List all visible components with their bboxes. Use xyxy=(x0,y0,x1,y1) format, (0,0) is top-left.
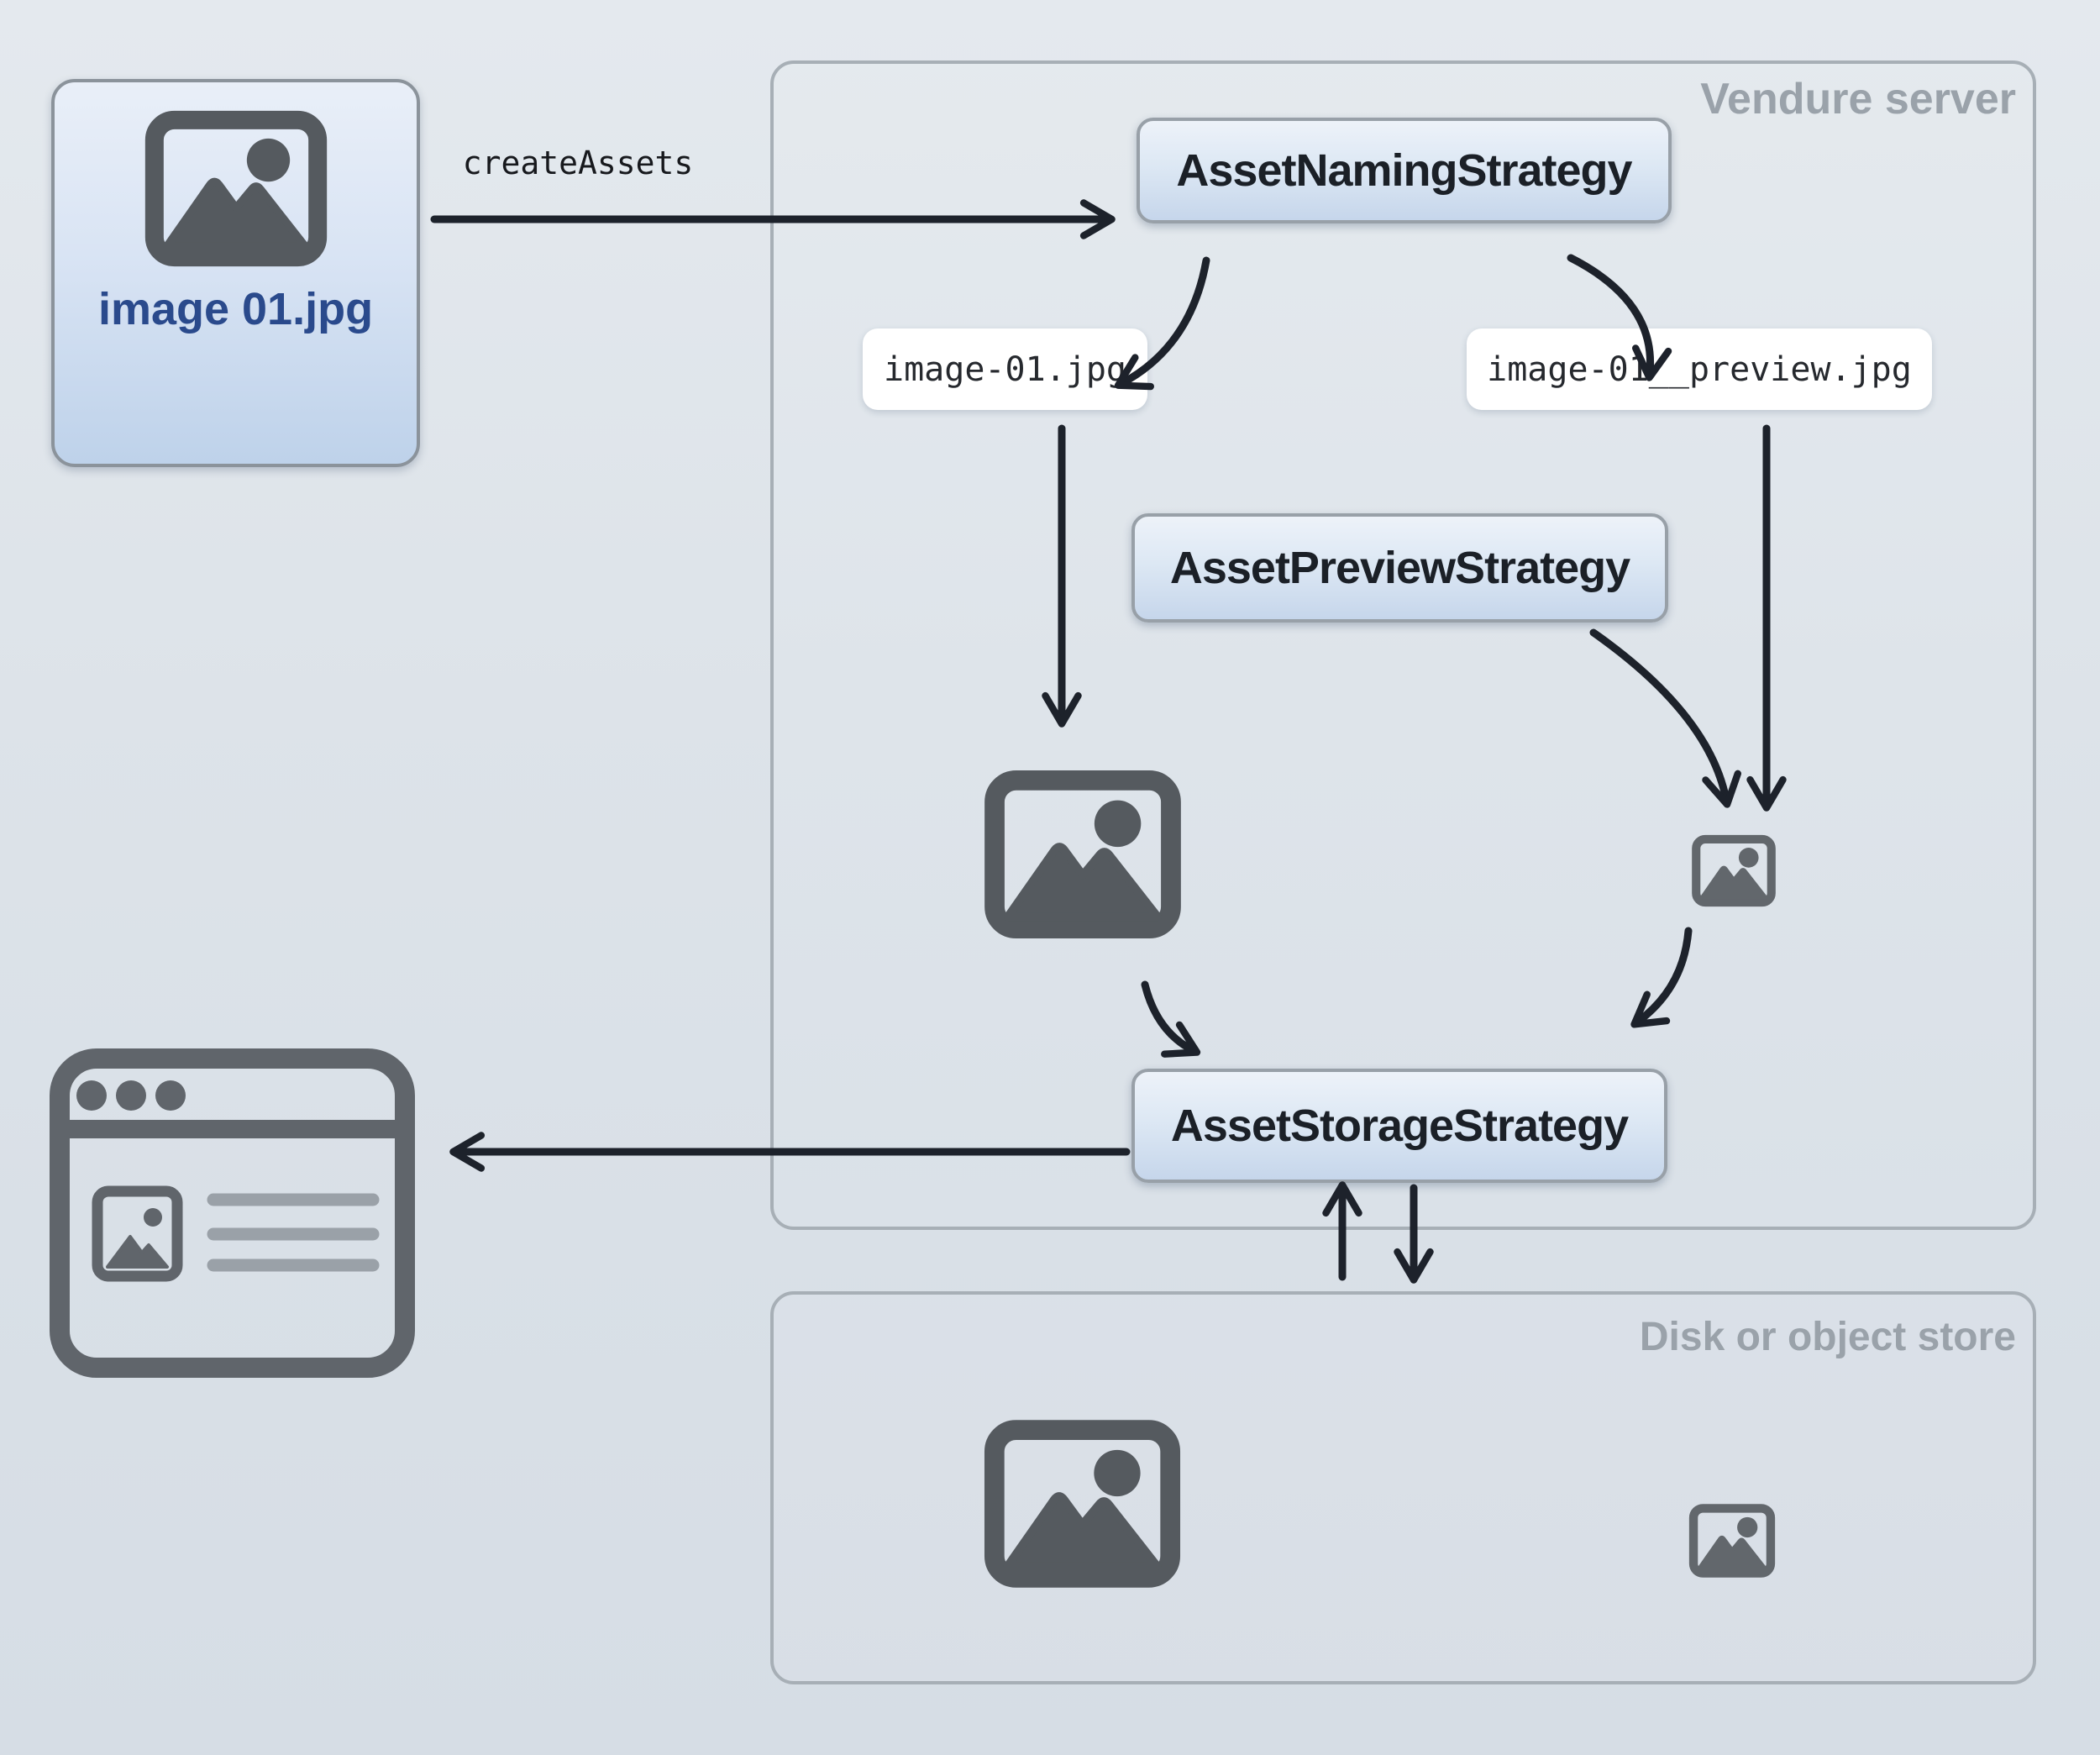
preview-filename-chip: image-01__preview.jpg xyxy=(1467,328,1932,410)
arrow-naming-to-preview-file xyxy=(1567,254,1672,381)
browser-thumbnail-image-icon xyxy=(92,1185,183,1282)
asset-naming-strategy-box: AssetNamingStrategy xyxy=(1137,118,1672,223)
create-assets-label: createAssets xyxy=(462,144,694,181)
vendure-server-region xyxy=(770,60,2036,1230)
browser-text-lines xyxy=(207,1193,380,1272)
vendure-server-region-title: Vendure server xyxy=(1700,75,2016,123)
arrow-naming-to-source-file xyxy=(1114,256,1210,391)
source-filename-chip: image-01.jpg xyxy=(863,328,1147,410)
asset-storage-strategy-label: AssetStorageStrategy xyxy=(1170,1101,1629,1151)
asset-naming-strategy-label: AssetNamingStrategy xyxy=(1176,145,1632,196)
browser-dots-icon xyxy=(76,1080,186,1111)
asset-preview-strategy-box: AssetPreviewStrategy xyxy=(1131,513,1668,623)
uploaded-file-card: image 01.jpg xyxy=(51,79,420,467)
asset-storage-strategy-box: AssetStorageStrategy xyxy=(1131,1069,1667,1183)
arrow-thumbnail-to-storage xyxy=(1630,927,1693,1028)
source-filename-text: image-01.jpg xyxy=(884,349,1126,389)
disk-store-region-title: Disk or object store xyxy=(1639,1315,2016,1359)
disk-store-region xyxy=(770,1291,2036,1684)
browser-icon xyxy=(50,1048,415,1378)
arrow-image-to-storage xyxy=(1141,980,1201,1058)
arrow-preview-strategy-to-thumbnail xyxy=(1589,628,1741,808)
preview-filename-text: image-01__preview.jpg xyxy=(1487,349,1912,389)
uploaded-file-name: image 01.jpg xyxy=(97,284,374,334)
asset-preview-strategy-label: AssetPreviewStrategy xyxy=(1169,543,1630,593)
